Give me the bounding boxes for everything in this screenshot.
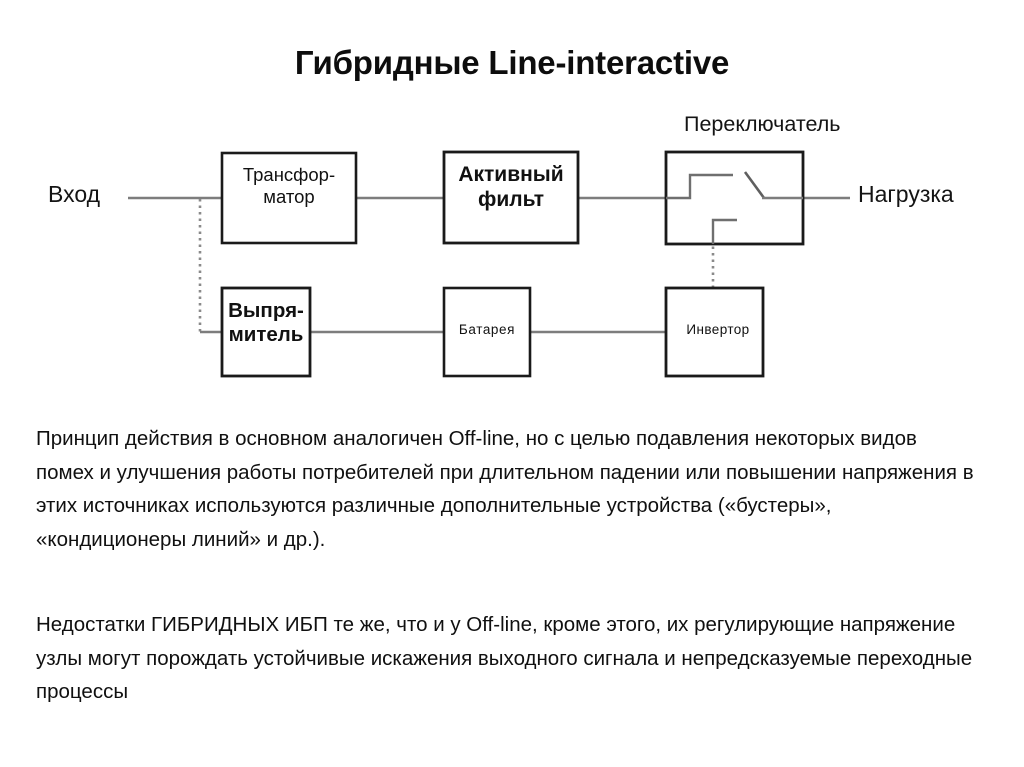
block-label-battery: Батарея: [458, 322, 516, 337]
diagram-input-label: Вход: [48, 181, 101, 207]
block-label-active-filter-line2: фильт: [478, 187, 544, 211]
block-label-transformer-line2: матор: [263, 185, 315, 207]
page-title: Гибридные Line-interactive: [294, 44, 730, 81]
block-inverter: [664, 286, 765, 378]
switch-blade: [743, 171, 766, 199]
block-label-transformer: Трансфор- матор: [222, 164, 356, 208]
block-label-transformer-line1: Трансфор-: [242, 164, 336, 185]
block-label-rectifier-line1: Выпря-: [228, 299, 304, 322]
switch-lower-contact: [711, 218, 737, 244]
block-diagram: Вход Нагрузка Переключатель Трансфор- ма…: [0, 95, 1024, 395]
diagram-svg: [128, 150, 850, 378]
block-active-filter: [442, 150, 580, 245]
block-label-rectifier-line2: митель: [228, 323, 304, 347]
paragraph-drawbacks: Недостатки ГИБРИДНЫХ ИБП те же, что и у …: [36, 613, 973, 703]
block-battery: [442, 286, 532, 378]
block-transformer: [220, 151, 358, 245]
diagram-output-label: Нагрузка: [858, 181, 954, 207]
switch-caption-label: Переключатель: [684, 112, 841, 136]
block-label-active-filter-line1: Активный: [458, 163, 564, 186]
block-label-rectifier: Выпря- митель: [218, 299, 314, 347]
switch-upper-contact: [666, 173, 733, 200]
block-rectifier: [220, 286, 312, 378]
paragraph-principle: Принцип действия в основном аналогичен O…: [36, 427, 974, 551]
block-label-inverter: Инвертор: [686, 322, 750, 337]
block-label-active-filter: Активный фильт: [444, 163, 578, 213]
